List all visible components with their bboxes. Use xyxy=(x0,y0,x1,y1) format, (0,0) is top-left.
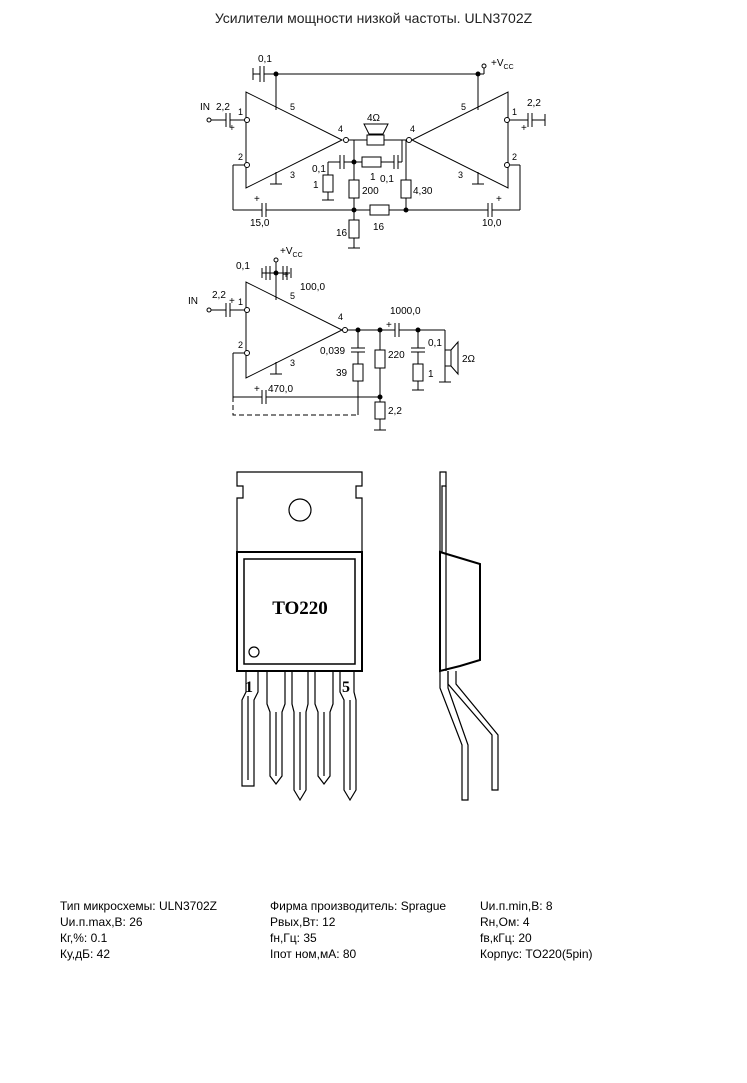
package-tab xyxy=(236,471,363,553)
pin-label: 4 xyxy=(338,312,343,322)
c-bot-right-label: 10,0 xyxy=(482,218,502,229)
r-mid-left-label: 1 xyxy=(313,180,319,191)
r-39-label: 39 xyxy=(336,368,348,379)
pin-label: 5 xyxy=(290,291,295,301)
plus-label: + xyxy=(254,194,260,205)
plus-label: + xyxy=(386,320,392,331)
pin-label: 1 xyxy=(238,297,243,307)
top-supply-rail xyxy=(252,63,487,110)
c-mid-right-label: 0,1 xyxy=(380,174,394,185)
c-01b-label: 0,1 xyxy=(428,338,442,349)
c-mid-left-label: 0,1 xyxy=(312,164,326,175)
pin-last-label: 5 xyxy=(342,679,350,696)
speaker-label: 4Ω xyxy=(367,113,381,124)
plus-label: + xyxy=(229,123,235,134)
pin-label: 2 xyxy=(512,152,517,162)
pin-label: 5 xyxy=(461,102,466,112)
speaker-label-2: 2Ω xyxy=(462,354,476,365)
spec-case: Корпус: TO220(5pin) xyxy=(480,947,593,961)
in-label: IN xyxy=(188,296,198,307)
plus-label: + xyxy=(254,384,260,395)
spec-fv: fв,кГц: 20 xyxy=(480,931,532,945)
pin-label: 2 xyxy=(238,340,243,350)
feedback-loops xyxy=(232,164,521,217)
spec-kg: Кг,%: 0.1 xyxy=(60,931,108,945)
input-cap-2 xyxy=(206,303,250,317)
plus-label: + xyxy=(283,270,289,281)
left-input-cap xyxy=(206,113,250,127)
plus-label: + xyxy=(496,194,502,205)
r-bot-mid-label: 16 xyxy=(373,222,385,233)
pin-first-label: 1 xyxy=(245,679,253,696)
mounting-hole xyxy=(288,498,312,522)
in-label-left: IN xyxy=(200,102,210,113)
c-out-label: 1000,0 xyxy=(390,306,421,317)
output-network-2 xyxy=(342,323,459,431)
amplifier-2 xyxy=(245,281,344,379)
spec-rn: Rн,Ом: 4 xyxy=(480,915,530,929)
c-100-label: 100,0 xyxy=(300,282,325,293)
pin-label: 4 xyxy=(338,124,343,134)
c-0039-label: 0,039 xyxy=(320,346,345,357)
package-pins xyxy=(241,671,357,802)
spec-umax: Uи.п.max,В: 26 xyxy=(60,915,143,929)
bridge-circuit-diagram: 0,1 +VCC IN 2,2 + 2,2 + 1 2 3 4 5 1 2 3 … xyxy=(200,54,546,249)
supply-decoupling xyxy=(261,257,292,300)
to220-package-drawing: TO220 1 5 xyxy=(236,471,499,802)
spec-pout: Рвых,Вт: 12 xyxy=(270,915,336,929)
spec-ku: Ку,дБ: 42 xyxy=(60,947,111,961)
feedback-loop-2 xyxy=(232,352,383,416)
package-side-view xyxy=(439,471,499,801)
right-amplifier xyxy=(410,91,509,189)
r-1-label: 1 xyxy=(428,369,434,380)
c-in-label: 2,2 xyxy=(212,290,226,301)
pin-label: 5 xyxy=(290,102,295,112)
vcc-label-2: +VCC xyxy=(280,246,303,259)
r-220-label: 220 xyxy=(388,350,405,361)
c-in-right-label: 2,2 xyxy=(527,98,541,109)
c-bot-left-label: 15,0 xyxy=(250,218,270,229)
r-430-label: 4,30 xyxy=(413,186,433,197)
c-top-label: 0,1 xyxy=(258,54,272,65)
package-name: TO220 xyxy=(272,598,328,619)
pin-label: 4 xyxy=(410,124,415,134)
plus-label: + xyxy=(229,296,235,307)
spec-fn: fн,Гц: 35 xyxy=(270,931,317,945)
r-top-label: 1 xyxy=(370,172,376,183)
spec-umin: Uи.п.min,В: 8 xyxy=(480,899,553,913)
spec-manufacturer: Фирма производитель: Sprague xyxy=(270,899,447,913)
pin-label: 3 xyxy=(290,170,295,180)
right-input-cap xyxy=(504,113,546,127)
c-470-label: 470,0 xyxy=(268,384,293,395)
package-body xyxy=(236,551,363,672)
c-01-label: 0,1 xyxy=(236,261,250,272)
pin-label: 2 xyxy=(238,152,243,162)
c-in-left-label: 2,2 xyxy=(216,102,230,113)
r-200-label: 200 xyxy=(362,186,379,197)
r-bot-label: 16 xyxy=(336,228,348,239)
spec-ipot: Iпот ном,мА: 80 xyxy=(270,947,357,961)
r-22-label: 2,2 xyxy=(388,406,402,417)
left-amplifier xyxy=(245,91,344,189)
single-circuit-diagram: +VCC 0,1 100,0 + IN 2,2 + 1 2 3 4 5 xyxy=(188,246,476,431)
plus-label: + xyxy=(521,123,527,134)
vcc-label: +VCC xyxy=(491,58,514,71)
pin-label: 3 xyxy=(458,170,463,180)
spec-type: Тип микросхемы: ULN3702Z xyxy=(60,899,218,913)
specifications-table: Тип микросхемы: ULN3702Z Фирма производи… xyxy=(60,899,680,969)
pin-label: 1 xyxy=(238,107,243,117)
pin-label: 3 xyxy=(290,358,295,368)
pin-label: 1 xyxy=(512,107,517,117)
page-title: Усилители мощности низкой частоты. ULN37… xyxy=(214,10,533,26)
